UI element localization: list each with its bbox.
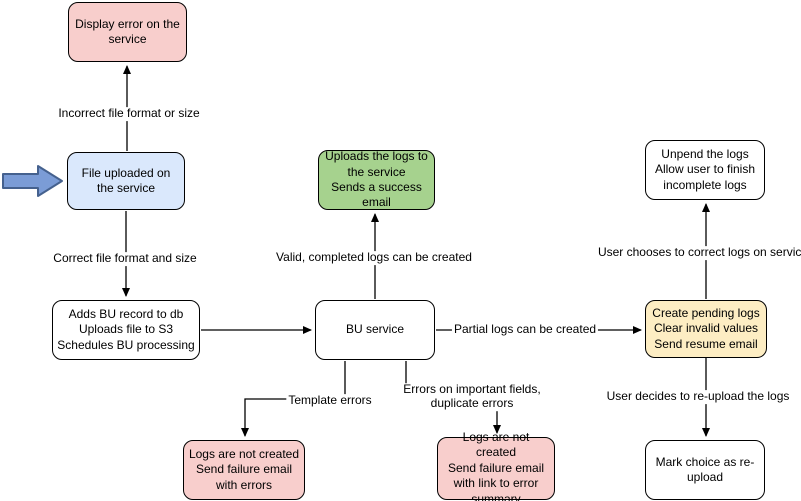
node-logs-not-created-summary[interactable]: Logs are not created Send failure email … [437,430,555,501]
edge-label-correct-format: Correct file format and size [51,251,199,266]
node-unpend-logs[interactable]: Unpend the logs Allow user to finish inc… [645,140,765,200]
node-mark-choice-reupload[interactable]: Mark choice as re-upload [645,440,765,500]
edge-label-valid-logs: Valid, completed logs can be created [274,250,474,265]
node-create-pending-logs[interactable]: Create pending logs Clear invalid values… [645,300,767,358]
edge-label-template-errors: Template errors [286,393,374,408]
node-logs-not-created-errors[interactable]: Logs are not created Send failure email … [183,440,305,500]
node-display-error[interactable]: Display error on the service [68,2,187,62]
edge-label-partial-logs: Partial logs can be created [451,322,599,337]
node-uploads-logs[interactable]: Uploads the logs to the service Sends a … [318,149,435,210]
edge-label-user-decides: User decides to re-upload the logs [604,389,792,404]
node-adds-bu-record[interactable]: Adds BU record to db Uploads file to S3 … [52,300,200,360]
edge-label-user-chooses: User chooses to correct logs on service [595,245,801,260]
edge-label-important-errors: Errors on important fields, duplicate er… [385,382,559,411]
entry-pointer-arrow-icon [2,165,63,197]
edge-label-incorrect-format: Incorrect file format or size [56,106,202,121]
node-file-uploaded[interactable]: File uploaded on the service [67,152,185,210]
node-bu-service[interactable]: BU service [315,300,435,360]
